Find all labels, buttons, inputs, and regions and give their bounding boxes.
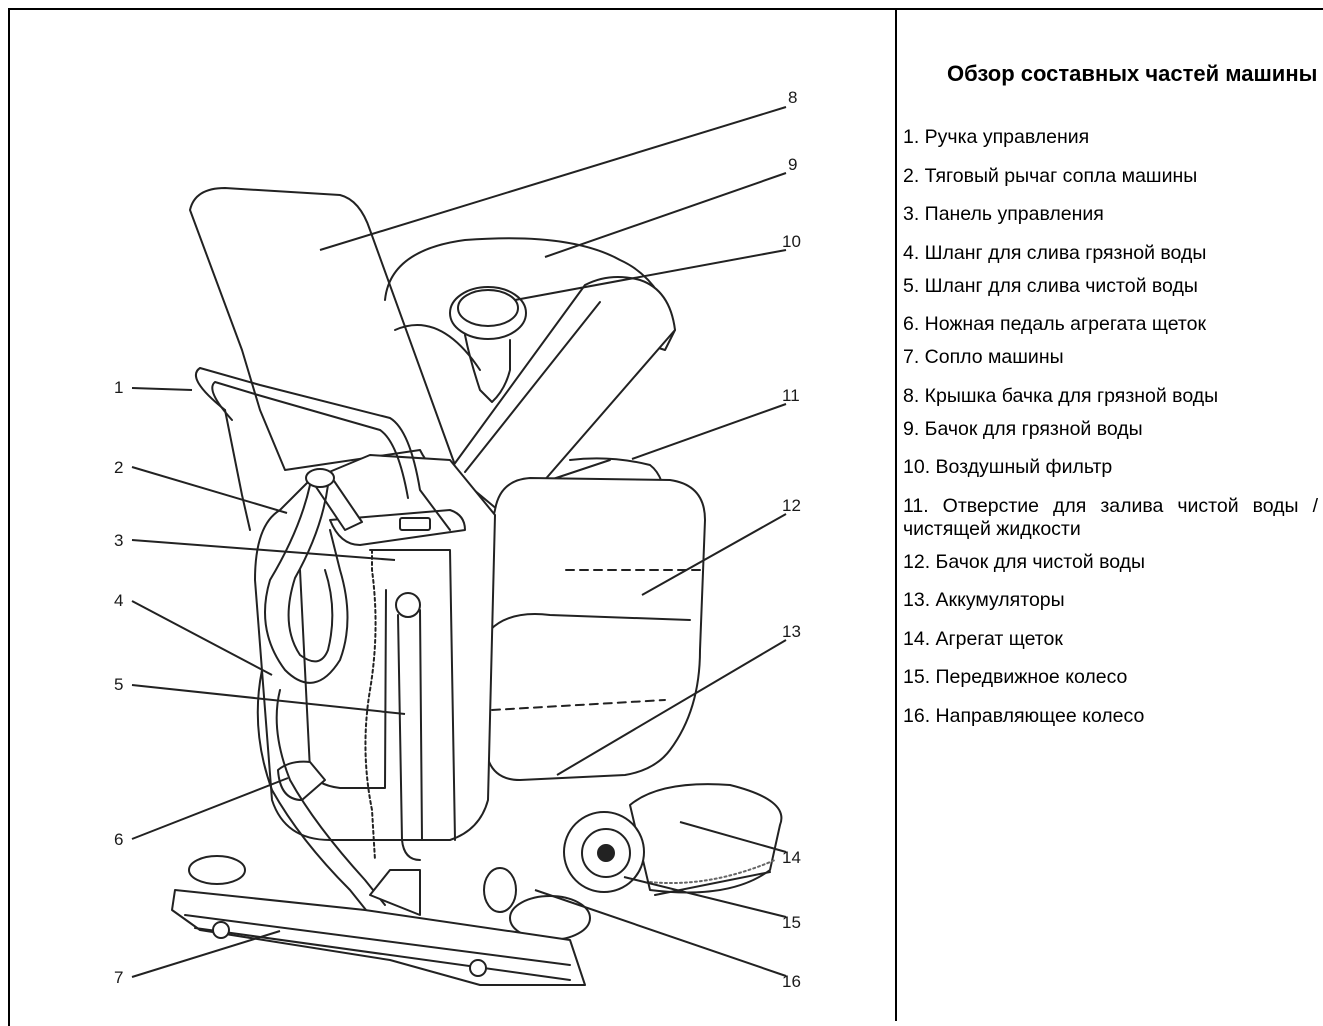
list-item: 16. Направляющее колесо (903, 704, 1145, 727)
list-item: 4. Шланг для слива грязной воды (903, 241, 1207, 264)
list-item: 13. Аккумуляторы (903, 589, 1065, 611)
list-item: 14. Агрегат щеток (903, 627, 1063, 650)
callout-5: 5 (114, 675, 123, 694)
callout-11: 11 (782, 386, 800, 405)
machine-drawing: 1 2 3 4 5 6 7 8 9 10 11 12 13 14 15 16 (114, 88, 801, 991)
callout-2: 2 (114, 458, 123, 477)
parts-legend: Обзор составных частей машины 1. Ручка у… (903, 60, 1318, 743)
list-item: 2. Тяговый рычаг сопла машины (903, 164, 1198, 187)
callout-10: 10 (782, 232, 801, 251)
list-item: 5. Шланг для слива чистой воды (903, 274, 1198, 297)
parts-list: 1. Ручка управления 2. Тяговый рычаг соп… (903, 126, 1318, 728)
list-item: 7. Сопло машины (903, 346, 1064, 368)
list-item: 10. Воздушный фильтр (903, 456, 1113, 478)
callout-9: 9 (788, 155, 797, 174)
page-frame (8, 8, 1323, 1026)
list-item: 12. Бачок для чистой воды (903, 550, 1146, 573)
callout-12: 12 (782, 496, 801, 515)
callout-6: 6 (114, 830, 123, 849)
machine-illustration: 1 2 3 4 5 6 7 8 9 10 11 12 13 14 15 16 (10, 10, 895, 1021)
column-divider (895, 8, 897, 1021)
callout-7: 7 (114, 968, 123, 987)
callout-16: 16 (782, 972, 801, 991)
callout-4: 4 (114, 591, 123, 610)
callout-3: 3 (114, 531, 123, 550)
callout-14: 14 (782, 848, 801, 867)
list-item: 3. Панель управления (903, 203, 1104, 225)
section-title: Обзор составных частей машины (947, 61, 1318, 86)
list-item: 8. Крышка бачка для грязной воды (903, 384, 1219, 407)
list-item: 15. Передвижное колесо (903, 666, 1128, 688)
callout-15: 15 (782, 913, 801, 932)
callout-1: 1 (114, 378, 123, 397)
list-item: 1. Ручка управления (903, 126, 1090, 148)
list-item: 9. Бачок для грязной воды (903, 417, 1143, 440)
callout-13: 13 (782, 622, 801, 641)
callout-8: 8 (788, 88, 797, 107)
list-item: 6. Ножная педаль агрегата щеток (903, 313, 1207, 335)
list-item: 11. Отверстие для залива чистой воды / ч… (903, 494, 1318, 540)
